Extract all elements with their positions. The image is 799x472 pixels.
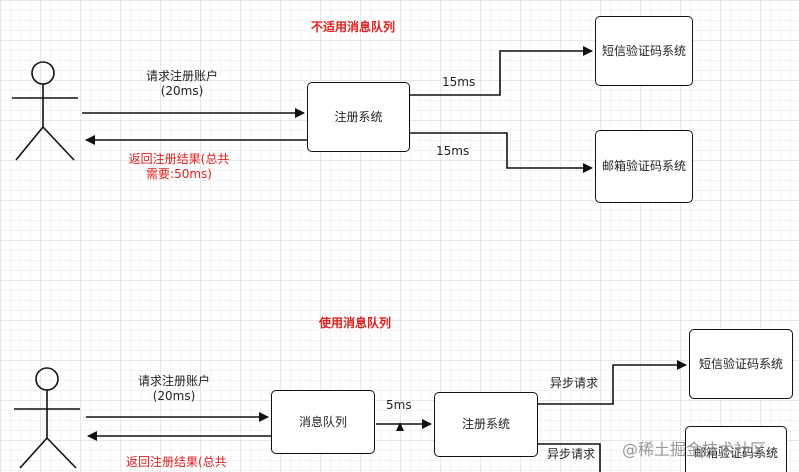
sms-connector-bottom: [538, 360, 687, 405]
user-actor-bottom: [14, 367, 80, 469]
email-system-box-top: 邮箱验证码系统: [595, 130, 693, 203]
register-system-box-top: 注册系统: [307, 82, 410, 152]
return-label-top: 返回注册结果(总共 需要:50ms): [104, 152, 254, 182]
mq-time-label: 5ms: [386, 398, 412, 412]
return-label-bottom: 返回注册结果(总共: [126, 455, 227, 469]
email-connector-bottom: [538, 443, 601, 472]
register-system-box-bottom: 注册系统: [434, 392, 538, 457]
request-label-bottom: 请求注册账户 (20ms): [104, 374, 244, 404]
email-connector-top: [410, 132, 593, 173]
sms-time-label-top: 15ms: [442, 75, 476, 89]
email-time-label-top: 15ms: [436, 144, 470, 158]
request-label-top-line2: (20ms): [160, 84, 204, 98]
sms-system-box-top: 短信验证码系统: [595, 16, 693, 86]
request-label-top: 请求注册账户 (20ms): [112, 69, 252, 99]
message-queue-box: 消息队列: [271, 390, 375, 454]
request-label-top-line1: 请求注册账户: [145, 69, 218, 83]
async-request-label-2: 异步请求: [547, 447, 596, 461]
user-actor-top: [12, 61, 78, 161]
request-label-bottom-line2: (20ms): [152, 389, 196, 403]
watermark-logo: @稀土掘金技术社区: [622, 440, 767, 459]
return-label-top-line1: 返回注册结果(总共: [128, 152, 230, 166]
request-label-bottom-line1: 请求注册账户: [137, 374, 210, 388]
return-label-top-line2: 需要:50ms): [146, 167, 212, 181]
sms-connector-top: [410, 46, 593, 96]
async-request-label-1: 异步请求: [550, 376, 599, 390]
sms-system-box-bottom: 短信验证码系统: [689, 329, 793, 399]
title-without-mq: 不适用消息队列: [311, 20, 396, 34]
title-with-mq: 使用消息队列: [319, 316, 392, 330]
email-system-box-bottom: 邮箱验证码系统: [685, 426, 787, 472]
mq-tick-icon: [396, 422, 404, 431]
